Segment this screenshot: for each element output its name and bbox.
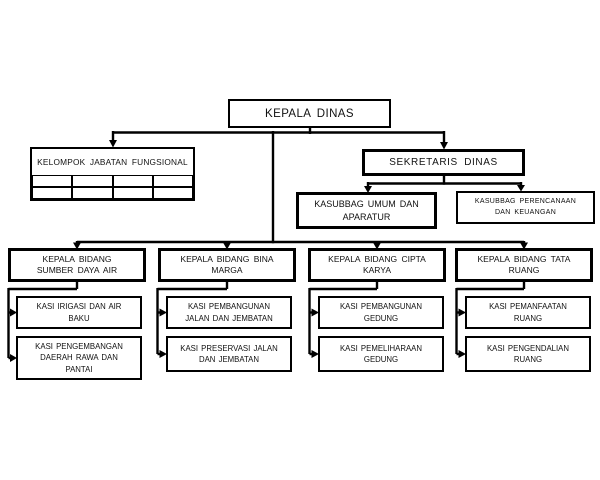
- node-kasi-pengendalian-ruang: KASI PENGENDALIAN RUANG: [465, 336, 591, 372]
- functional-group-grid-cell: [112, 175, 153, 187]
- functional-group-grid-cell: [112, 187, 153, 199]
- node-label: KASI PRESERVASI JALAN DAN JEMBATAN: [180, 343, 278, 364]
- node-bidang-cipta-karya: KEPALA BIDANG CIPTA KARYA: [308, 248, 446, 282]
- connector-column-4: [455, 281, 526, 358]
- node-bidang-bina-marga: KEPALA BIDANG BINA MARGA: [158, 248, 296, 282]
- node-kelompok-jabatan-fungsional: KELOMPOK JABATAN FUNGSIONAL: [30, 147, 195, 201]
- node-kasi-pemeliharaan-gedung: KASI PEMELIHARAAN GEDUNG: [318, 336, 444, 372]
- node-kasi-pengembangan-daerah-rawa-dan-pantai: KASI PENGEMBANGAN DAERAH RAWA DAN PANTAI: [16, 336, 142, 380]
- node-bidang-tata-ruang: KEPALA BIDANG TATA RUANG: [455, 248, 593, 282]
- node-label: KASUBBAG UMUM DAN APARATUR: [314, 199, 419, 222]
- functional-group-grid-cell: [72, 175, 113, 187]
- functional-group-grid-cell: [152, 175, 193, 187]
- node-label: SEKRETARIS DINAS: [389, 157, 498, 168]
- node-label: KASI PEMELIHARAAN GEDUNG: [339, 343, 423, 364]
- node-label: KASI IRIGASI DAN AIR BAKU: [36, 302, 122, 323]
- node-kasubbag-umum-dan-aparatur: KASUBBAG UMUM DAN APARATUR: [296, 192, 437, 229]
- node-label: KEPALA BIDANG SUMBER DAYA AIR: [36, 253, 118, 275]
- connector-column-3: [308, 281, 379, 358]
- node-label: KASI PENGENDALIAN RUANG: [486, 343, 570, 364]
- functional-group-grid-cell: [152, 187, 193, 199]
- node-label: KEPALA BIDANG BINA MARGA: [180, 253, 274, 275]
- node-label: KASI PENGEMBANGAN DAERAH RAWA DAN PANTAI: [35, 342, 123, 374]
- node-kasi-pembangunan-jalan-dan-jembatan: KASI PEMBANGUNAN JALAN DAN JEMBATAN: [166, 296, 292, 329]
- node-kepala-dinas: KEPALA DINAS: [228, 99, 391, 128]
- node-sekretaris-dinas: SEKRETARIS DINAS: [362, 149, 525, 176]
- node-label: KEPALA DINAS: [265, 107, 354, 120]
- connector-head-branch: [109, 126, 448, 244]
- node-kasi-irigasi-dan-air-baku: KASI IRIGASI DAN AIR BAKU: [16, 296, 142, 329]
- node-label: KASUBBAG PERENCANAAN DAN KEUANGAN: [474, 197, 577, 216]
- node-label: KELOMPOK JABATAN FUNGSIONAL: [37, 157, 188, 167]
- node-kasi-preservasi-jalan-dan-jembatan: KASI PRESERVASI JALAN DAN JEMBATAN: [166, 336, 292, 372]
- functional-group-grid-cell: [32, 187, 73, 199]
- node-label: KEPALA BIDANG CIPTA KARYA: [328, 253, 426, 275]
- functional-group-grid-cell: [72, 187, 113, 199]
- connector-secretariat-branch: [364, 174, 525, 193]
- node-label: KASI PEMANFAATAN RUANG: [489, 302, 567, 323]
- node-label: KEPALA BIDANG TATA RUANG: [477, 253, 571, 275]
- node-kasi-pemanfaatan-ruang: KASI PEMANFAATAN RUANG: [465, 296, 591, 329]
- functional-group-grid: [32, 175, 193, 199]
- functional-group-grid-cell: [32, 175, 73, 187]
- node-kasubbag-perencanaan-dan-keuangan: KASUBBAG PERENCANAAN DAN KEUANGAN: [456, 191, 595, 224]
- connector-divisions-branch: [73, 240, 528, 250]
- node-label-wrap: KELOMPOK JABATAN FUNGSIONAL: [32, 149, 193, 175]
- node-bidang-sumber-daya-air: KEPALA BIDANG SUMBER DAYA AIR: [8, 248, 146, 282]
- connector-column-1: [7, 281, 79, 362]
- node-kasi-pembangunan-gedung: KASI PEMBANGUNAN GEDUNG: [318, 296, 444, 329]
- connector-column-2: [156, 281, 229, 358]
- node-label: KASI PEMBANGUNAN GEDUNG: [339, 302, 423, 323]
- node-label: KASI PEMBANGUNAN JALAN DAN JEMBATAN: [185, 302, 273, 323]
